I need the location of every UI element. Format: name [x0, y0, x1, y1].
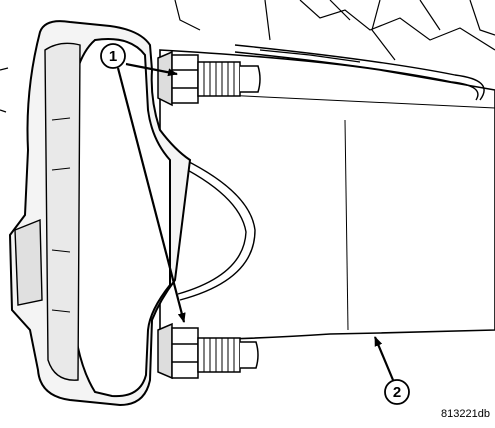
lower-guide-pin-bolt: [157, 322, 259, 380]
background-linework: [0, 0, 495, 113]
brake-hose: [171, 44, 485, 301]
callout-2-label: 2: [393, 384, 401, 401]
figure-id: 813221db: [441, 408, 490, 420]
upper-guide-pin-bolt: [157, 50, 261, 107]
caliper-body: [8, 20, 192, 407]
callout-1-leaders: [116, 62, 186, 323]
callout-2-leader: [373, 336, 395, 381]
callout-1-label: 1: [109, 48, 117, 65]
callout-2: 2: [384, 379, 410, 405]
callout-1: 1: [100, 43, 126, 69]
